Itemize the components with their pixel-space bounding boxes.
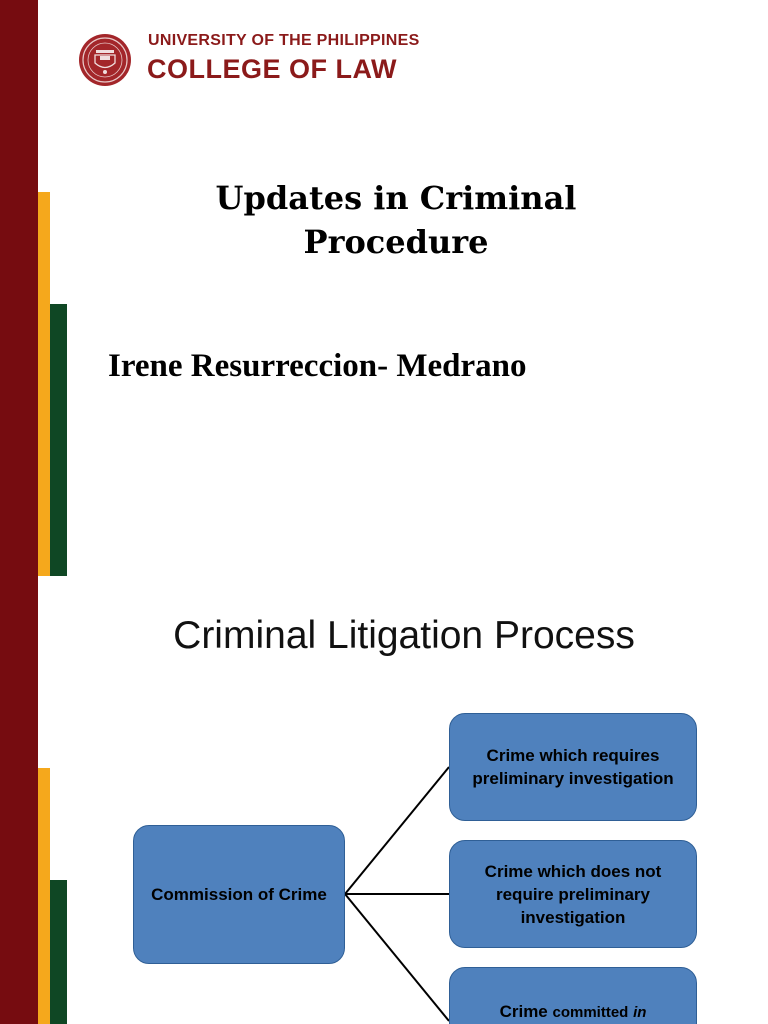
green-stripe xyxy=(50,304,67,576)
gold-stripe xyxy=(38,192,50,576)
no-pi-box: Crime which does not require preliminary… xyxy=(449,840,697,948)
box-label: Crime committed in xyxy=(500,1000,647,1024)
university-name: UNIVERSITY OF THE PHILIPPINES xyxy=(148,32,420,49)
title-slide: UNIVERSITY OF THE PHILIPPINES COLLEGE OF… xyxy=(0,0,692,576)
university-seal-icon xyxy=(79,34,131,86)
college-name: COLLEGE OF LAW xyxy=(147,54,397,84)
process-slide: Criminal Litigation Process Commission o… xyxy=(0,576,768,1024)
box-label-part: Crime xyxy=(499,1002,548,1021)
presentation-title: Updates in Criminal Procedure xyxy=(100,176,692,264)
maroon-sidebar xyxy=(0,0,38,576)
box-label: Commission of Crime xyxy=(151,885,327,904)
box-label: Crime which does not require preliminary… xyxy=(484,861,662,927)
green-stripe xyxy=(50,880,67,1024)
commission-of-crime-box: Commission of Crime xyxy=(133,825,345,964)
slide-title: Criminal Litigation Process xyxy=(173,614,635,657)
committed-in-box: Crime committed in xyxy=(449,967,697,1024)
requires-pi-box: Crime which requires preliminary investi… xyxy=(449,713,697,821)
box-label-part: in xyxy=(633,1004,647,1021)
flow-connectors xyxy=(344,766,450,1022)
title-line-2: Procedure xyxy=(303,223,489,261)
box-label: Crime which requires preliminary investi… xyxy=(472,746,674,788)
presenter-name: Irene Resurreccion- Medrano xyxy=(108,348,527,384)
maroon-sidebar xyxy=(0,576,38,1024)
gold-stripe xyxy=(38,768,50,1024)
title-line-1: Updates in Criminal xyxy=(215,179,577,217)
connector-line xyxy=(344,766,450,895)
connector-line xyxy=(344,893,450,1022)
box-label-part: committed xyxy=(552,1004,629,1021)
